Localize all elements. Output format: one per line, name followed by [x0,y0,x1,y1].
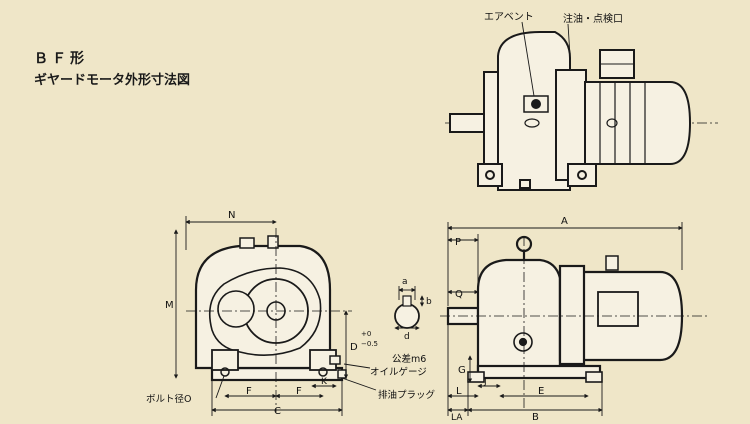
title-block: ＢＦ形 ギヤードモータ外形寸法図 [34,50,190,90]
top-view [445,31,718,191]
dim-M: M [165,300,174,311]
dim-L: L [456,386,462,397]
front-center-lines [186,228,352,412]
dim-C: C [274,406,281,417]
tolerance-lower: −0.5 [361,340,378,348]
dim-J: J [483,377,487,387]
dim-A: A [561,216,568,227]
shaft-tolerance: 公差m6 [392,353,426,365]
dim-b: b [426,297,432,307]
tolerance-upper: +0 [361,330,371,338]
side-dimension-lines [447,222,683,416]
front-view [194,235,347,382]
dim-K: K [321,377,328,387]
bolt-diameter-label: ボルト径O [146,393,191,405]
dim-P: P [455,237,461,248]
front-dimension-lines [173,216,377,416]
side-view [446,235,684,383]
dim-a: a [402,277,408,287]
dim-G: G [458,365,466,376]
oil-gauge-label: オイルゲージ [370,366,427,378]
model-title: ＢＦ形 [34,51,88,67]
drain-plug-label: 排油プラッグ [378,389,436,401]
dim-E: E [538,386,544,397]
dim-Q: Q [455,289,463,300]
dim-F-left: F [246,386,252,397]
dim-B: B [532,412,539,423]
shaft-detail [394,286,425,331]
dim-N: N [228,210,235,221]
side-center-lines [440,236,708,408]
dim-LA: LA [451,413,463,423]
dim-d: d [404,332,410,342]
drawing-subtitle: ギヤードモータ外形寸法図 [34,73,191,88]
top-view-leaders [521,21,571,97]
air-vent-label: エアベント [484,11,534,23]
dim-D: D [350,342,358,353]
oil-inlet-label: 注油・点検口 [563,12,623,25]
dim-F-right: F [296,386,302,397]
